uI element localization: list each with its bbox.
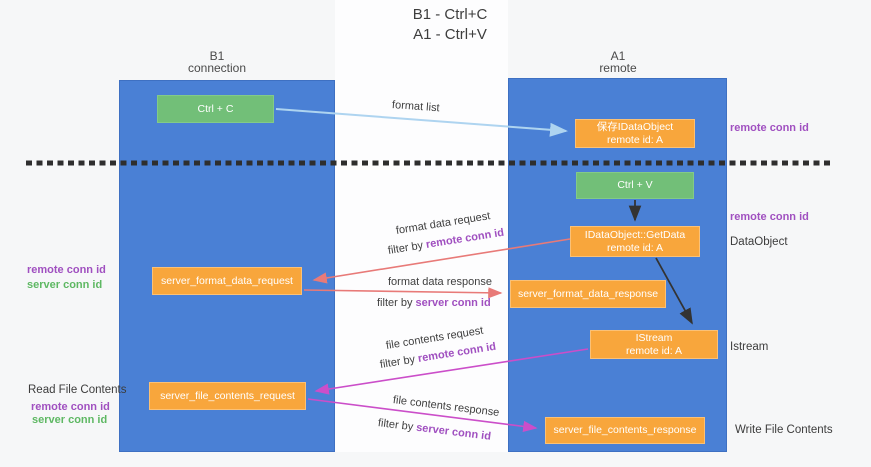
node-server-format-data-response-label: server_format_data_response — [517, 287, 659, 300]
lifeline-a1-role: remote — [599, 61, 637, 75]
node-ctrl-c: Ctrl + C — [157, 95, 274, 123]
lifeline-b1-role: connection — [187, 61, 247, 75]
node-server-format-data-request-label: server_format_data_request — [161, 274, 293, 287]
annotation-server-conn-id-left-1: server conn id — [27, 279, 103, 291]
node-ctrl-v-label: Ctrl + V — [617, 179, 653, 191]
node-server-file-contents-response-label: server_file_contents_response — [553, 424, 697, 436]
node-istream-line1: IStream — [635, 331, 673, 344]
format-data-response-label: format data response — [388, 276, 492, 288]
node-save-dataobject-line2: remote id: A — [606, 133, 664, 146]
node-istream: IStream remote id: A — [590, 330, 718, 359]
node-getdata: IDataObject::GetData remote id: A — [570, 226, 700, 257]
page-title: B1 - Ctrl+C A1 - Ctrl+V — [360, 5, 540, 45]
node-getdata-line2: remote id: A — [606, 241, 664, 254]
node-istream-line2: remote id: A — [625, 344, 683, 357]
annotation-read-file-contents: Read File Contents — [28, 384, 127, 396]
annotation-istream: Istream — [730, 341, 769, 353]
node-server-file-contents-request-label: server_file_contents_request — [160, 389, 295, 402]
annotation-remote-conn-id-top: remote conn id — [730, 122, 809, 134]
filter-by-server-conn-id-label-1: filter by server conn id — [377, 297, 491, 309]
node-save-dataobject: 保存IDataObject remote id: A — [575, 119, 695, 148]
node-server-format-data-request: server_format_data_request — [152, 267, 302, 295]
title-line-1: B1 - Ctrl+C — [412, 6, 488, 23]
node-server-file-contents-response: server_file_contents_response — [545, 417, 705, 444]
annotation-write-file-contents: Write File Contents — [735, 424, 833, 436]
lifeline-header-b1: B1 connection — [157, 50, 277, 74]
node-ctrl-c-label: Ctrl + C — [197, 102, 234, 115]
annotation-remote-conn-id-left-2: remote conn id — [31, 401, 110, 413]
node-save-dataobject-line1: 保存IDataObject — [596, 120, 674, 133]
title-line-2: A1 - Ctrl+V — [413, 26, 487, 43]
node-getdata-line1: IDataObject::GetData — [584, 228, 686, 241]
lifeline-header-a1: A1 remote — [558, 50, 678, 74]
filter-by-text: filter by — [377, 297, 416, 309]
annotation-dataobject: DataObject — [730, 236, 788, 248]
node-server-file-contents-request: server_file_contents_request — [149, 382, 306, 410]
annotation-remote-conn-id-left-1: remote conn id — [27, 264, 106, 276]
lifeline-b1-name: B1 — [209, 49, 225, 63]
annotation-server-conn-id-left-2: server conn id — [32, 414, 108, 426]
lifeline-a1-name: A1 — [610, 49, 626, 63]
server-conn-id-text: server conn id — [415, 297, 491, 309]
node-server-format-data-response: server_format_data_response — [510, 280, 666, 308]
node-ctrl-v: Ctrl + V — [576, 172, 694, 199]
annotation-remote-conn-id-mid: remote conn id — [730, 211, 809, 223]
